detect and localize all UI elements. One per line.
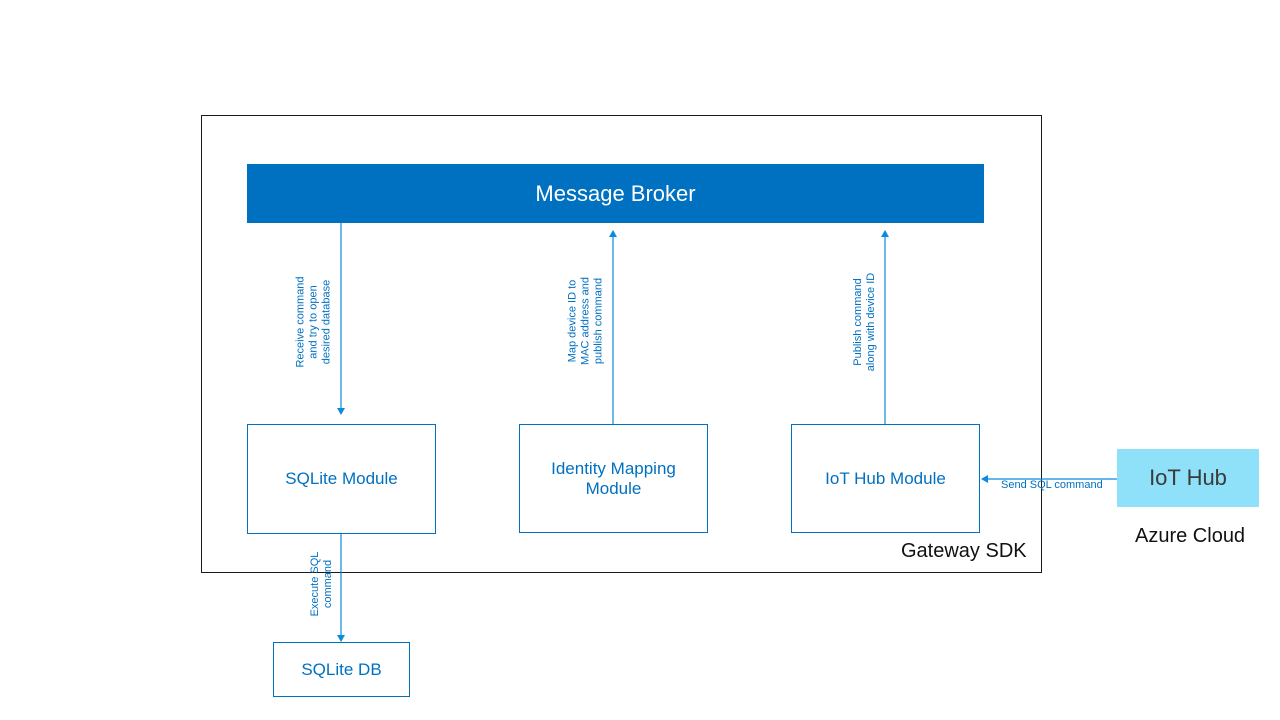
iot-hub-cloud-box: IoT Hub	[1117, 449, 1259, 507]
message-broker-label: Message Broker	[535, 180, 696, 206]
edge-label-line: command	[322, 559, 334, 609]
edge-label-line: Execute SQL	[309, 551, 321, 617]
edge-label-line: and try to open	[307, 285, 320, 359]
edge-label-line: desired database	[320, 279, 333, 365]
gateway-sdk-label: Gateway SDK	[901, 540, 1027, 562]
identity-mapping-module-label: Identity Mapping Module	[551, 458, 676, 498]
sqlite-db: SQLite DB	[273, 642, 410, 697]
identity-mapping-module: Identity Mapping Module	[519, 424, 708, 533]
gateway-sdk-frame	[201, 115, 1042, 573]
iot-hub-cloud-label: IoT Hub	[1149, 465, 1227, 490]
edge-label-line: Map device ID to	[566, 279, 579, 363]
edge-label-receive-command: Receive command and try to open desired …	[295, 276, 334, 367]
edge-label-line: Publish command	[852, 278, 864, 366]
edge-label-line: MAC address and	[579, 276, 592, 366]
message-broker: Message Broker	[247, 164, 984, 223]
edge-label-map-device: Map device ID to MAC address and publish…	[567, 277, 606, 365]
sqlite-db-label: SQLite DB	[301, 659, 382, 679]
edge-label-line: publish command	[592, 277, 605, 365]
azure-cloud-label: Azure Cloud	[1135, 525, 1246, 547]
edge-label-publish-command: Publish command along with device ID	[852, 273, 878, 371]
iot-hub-module-label: IoT Hub Module	[825, 468, 946, 488]
iot-hub-module: IoT Hub Module	[791, 424, 980, 533]
edge-label-line: along with device ID	[865, 272, 877, 372]
sqlite-module-label: SQLite Module	[285, 469, 398, 488]
sqlite-module: SQLite Module	[247, 424, 436, 534]
edge-label-line: Receive command	[294, 276, 307, 368]
edge-label-execute-sql: Execute SQL command	[309, 552, 335, 617]
edge-label-send-sql: Send SQL command	[1001, 479, 1103, 491]
